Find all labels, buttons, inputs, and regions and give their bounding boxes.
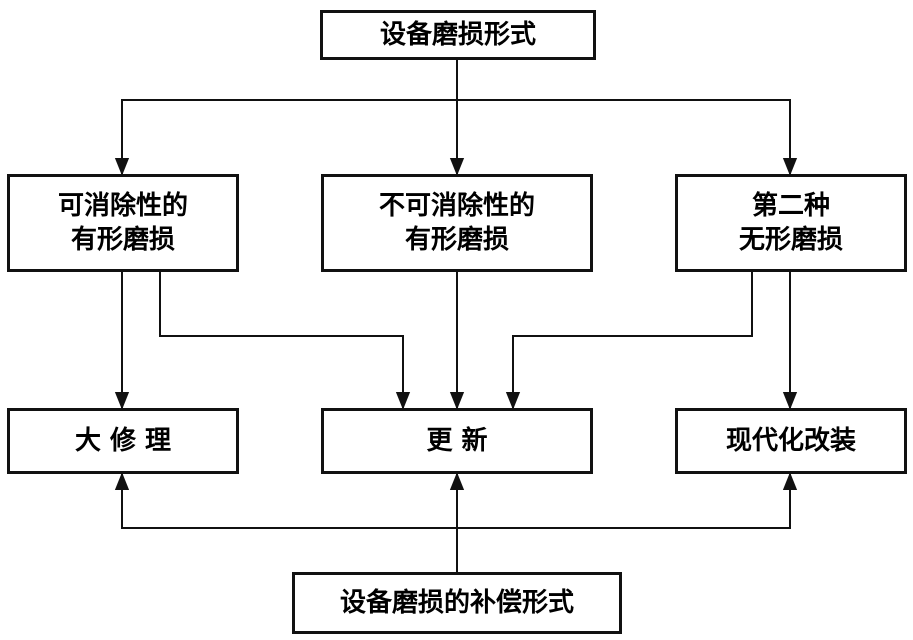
remedy-node-modernization: 现代化改装 xyxy=(675,408,907,474)
wear-type-node-3: 第二种 无形磨损 xyxy=(675,174,907,272)
top-node: 设备磨损形式 xyxy=(320,10,596,60)
edge-bottom-bus-to-overhaul xyxy=(114,472,457,529)
edge-top-to-right xyxy=(457,99,798,176)
remedy-label-renewal: 更 新 xyxy=(426,426,488,456)
remedy-node-overhaul: 大 修 理 xyxy=(7,408,239,474)
remedy-label-overhaul: 大 修 理 xyxy=(74,426,172,456)
bottom-node-label: 设备磨损的补偿形式 xyxy=(339,588,574,618)
wear-type-label-1: 可消除性的 有形磨损 xyxy=(57,191,188,255)
wear-type-label-2: 不可消除性的 有形磨损 xyxy=(378,191,535,255)
edge-top-to-left xyxy=(114,99,457,176)
remedy-label-modernization: 现代化改装 xyxy=(725,426,856,456)
wear-type-node-1: 可消除性的 有形磨损 xyxy=(7,174,239,272)
top-node-label: 设备磨损形式 xyxy=(379,20,536,50)
edge-bottom-bus-to-modernization xyxy=(457,472,798,529)
edge-right-to-renewal xyxy=(505,272,753,410)
wear-type-node-2: 不可消除性的 有形磨损 xyxy=(321,174,593,272)
edge-left-to-renewal xyxy=(159,272,411,410)
remedy-node-renewal: 更 新 xyxy=(321,408,593,474)
wear-type-label-3: 第二种 无形磨损 xyxy=(738,191,843,255)
bottom-node: 设备磨损的补偿形式 xyxy=(292,572,622,634)
